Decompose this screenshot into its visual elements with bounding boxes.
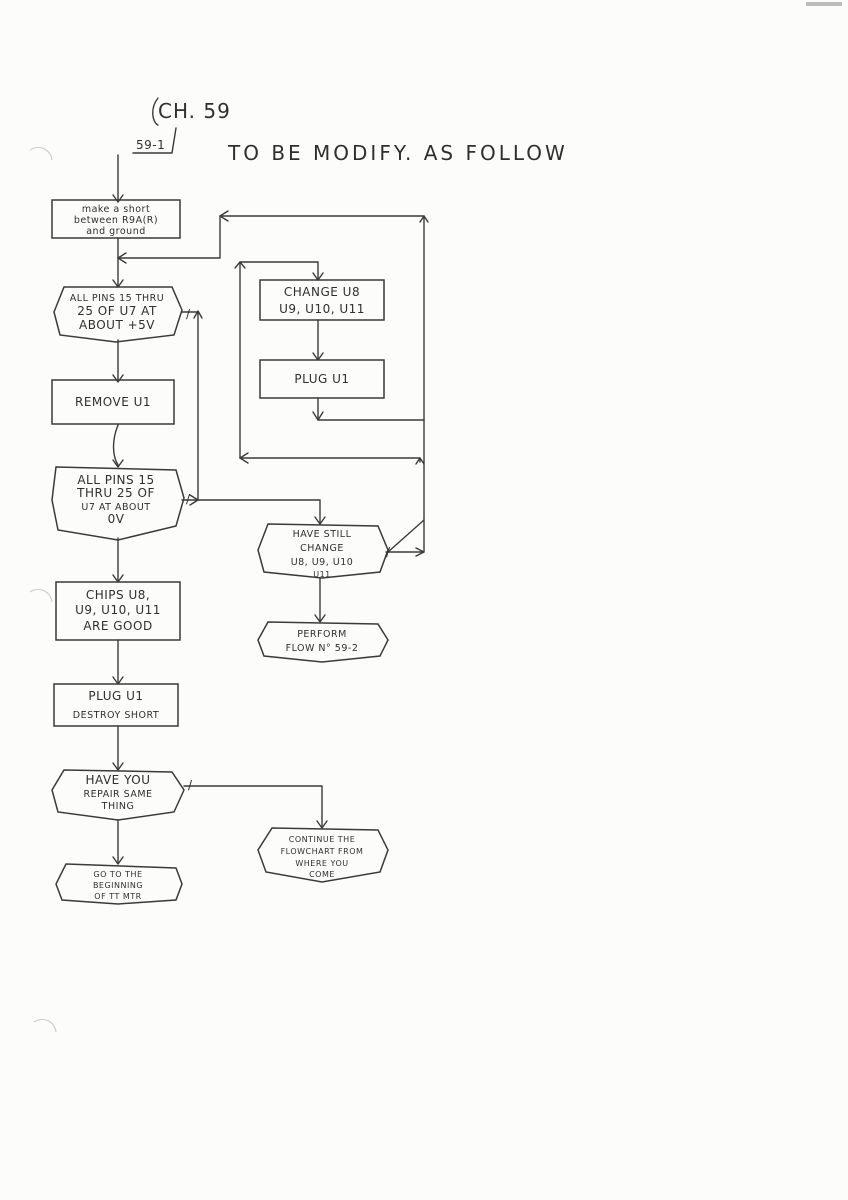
connector-yes — [183, 785, 323, 827]
step-make-short-line-2: between R9A(R) — [74, 215, 158, 226]
terminal-continue-line-2: FLOWCHART FROM — [281, 847, 364, 856]
step-change-line-2: U9, U10, U11 — [279, 302, 365, 316]
decision-repair-line-2: REPAIR SAME — [83, 789, 152, 800]
terminal-go-to-beginning — [55, 863, 183, 905]
chapter-label: CH. 59 — [158, 99, 231, 123]
arrowhead — [112, 856, 124, 865]
step-change-line-1: CHANGE U8 — [284, 285, 360, 299]
inner-loop-line — [239, 261, 319, 459]
connector-yes — [181, 311, 321, 523]
decision-pins-5v — [53, 286, 183, 343]
step-plug-u1-retry — [259, 359, 385, 399]
arrowhead — [314, 516, 326, 525]
arrowhead — [112, 194, 124, 203]
step-change-u8-u11 — [259, 279, 385, 321]
step-make-short-line-3: and ground — [86, 226, 146, 237]
branch-marker: / — [386, 545, 391, 559]
terminal-continue-flowchart — [257, 827, 389, 883]
step-remove-u1 — [51, 379, 175, 425]
step-make-short-line-1: make a short — [82, 204, 150, 215]
arrowhead — [314, 614, 326, 623]
chapter-hook — [152, 97, 159, 126]
step-plug-u1-retry-label: PLUG U1 — [294, 372, 349, 386]
terminal-go-to-beginning-line-1: GO TO THE — [93, 870, 142, 879]
decision-still-change-line-2: CHANGE — [300, 543, 344, 554]
corner-stamp — [806, 2, 842, 6]
step-chips-good-line-2: U9, U10, U11 — [75, 603, 161, 617]
decision-pins-5v-line-1: ALL PINS 15 THRU — [70, 293, 164, 304]
arrowhead — [193, 310, 203, 319]
step-chips-good-line-1: CHIPS U8, — [86, 588, 150, 602]
decision-repair-line-1: HAVE YOU — [86, 773, 151, 787]
step-tag-bracket — [132, 127, 177, 154]
arrowhead — [316, 820, 328, 829]
terminal-perform-flow — [257, 621, 389, 663]
arrowhead — [117, 252, 127, 264]
terminal-perform-flow-line-2: FLOW N° 59-2 — [286, 643, 359, 654]
inner-loop-line — [239, 457, 421, 463]
step-plug-u1-destroy-short — [53, 683, 179, 727]
decision-still-change — [257, 523, 389, 579]
decision-pins-0v — [51, 466, 185, 541]
terminal-continue-line-4: COME — [309, 870, 335, 879]
binder-hole-top — [29, 146, 53, 161]
connector — [112, 424, 119, 466]
branch-marker: / — [188, 778, 193, 792]
connector — [317, 397, 425, 421]
arrowhead — [112, 374, 124, 383]
arrowhead — [239, 452, 249, 464]
step-plug-u1-line-1: PLUG U1 — [88, 689, 143, 703]
branch-marker: / — [186, 307, 191, 321]
step-make-short — [51, 199, 181, 239]
decision-pins-5v-line-2: 25 OF U7 AT — [77, 304, 157, 318]
terminal-continue-line-3: WHERE YOU — [295, 859, 348, 868]
arrowhead — [234, 261, 246, 269]
decision-still-change-line-3: U8, U9, U10 — [291, 557, 354, 568]
terminal-go-to-beginning-line-2: BEGINNING — [93, 881, 143, 890]
arrowhead — [219, 210, 229, 222]
arrowhead — [419, 215, 429, 223]
step-chips-good-line-3: ARE GOOD — [83, 619, 152, 633]
step-chips-good — [55, 581, 181, 641]
decision-pins-0v-line-3: U7 AT ABOUT — [81, 502, 150, 513]
step-remove-u1-label: REMOVE U1 — [75, 395, 151, 409]
decision-pins-0v-line-4: 0V — [108, 512, 125, 526]
arrowhead — [112, 762, 124, 771]
decision-repair-same-thing — [51, 769, 185, 821]
terminal-perform-flow-line-1: PERFORM — [297, 629, 347, 640]
arrowhead — [415, 457, 425, 465]
arrowhead — [189, 494, 199, 506]
arrowhead — [112, 459, 124, 468]
retry-loop-line — [117, 215, 425, 553]
decision-pins-5v-line-3: ABOUT +5V — [79, 318, 155, 332]
terminal-continue-line-1: CONTINUE THE — [289, 835, 356, 844]
decision-repair-line-3: THING — [101, 801, 135, 812]
terminal-go-to-beginning-line-3: OF TT MTR — [94, 892, 141, 901]
decision-pins-0v-line-2: THRU 25 OF — [76, 486, 155, 500]
step-plug-u1-line-2: DESTROY SHORT — [73, 710, 159, 721]
binder-hole-middle — [29, 588, 53, 603]
arrowhead — [312, 411, 324, 421]
arrowhead — [415, 547, 425, 557]
page-title: TO BE MODIFY. AS FOLLOW — [227, 141, 568, 165]
decision-pins-0v-line-1: ALL PINS 15 — [77, 473, 154, 487]
decision-still-change-line-1: HAVE STILL — [293, 529, 352, 540]
step-tag: 59-1 — [136, 138, 165, 152]
binder-hole-bottom — [33, 1018, 57, 1033]
decision-still-change-line-4: U11 — [313, 570, 331, 579]
branch-marker: / — [186, 492, 191, 506]
